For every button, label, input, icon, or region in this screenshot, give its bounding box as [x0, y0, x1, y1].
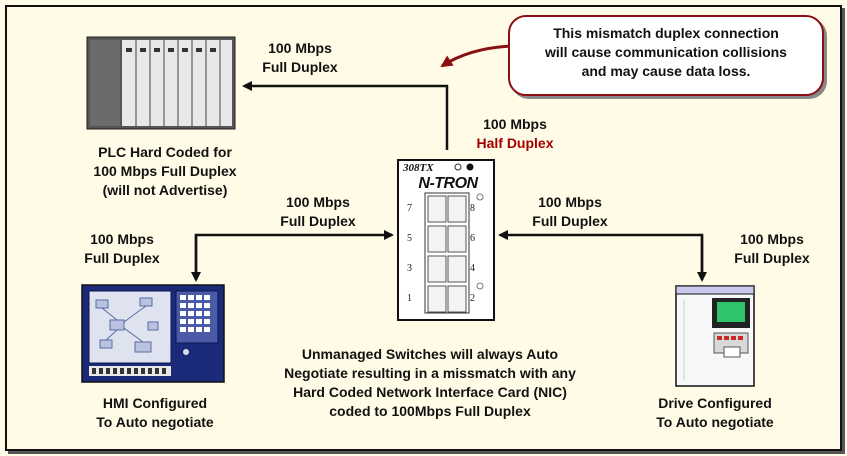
switch-port-3: 3	[407, 263, 412, 274]
drive-duplex: Full Duplex	[734, 250, 810, 266]
switch-brand-logo: N-TRON	[418, 175, 478, 192]
drive-icon	[675, 285, 755, 387]
drive-speed: 100 Mbps	[740, 231, 804, 247]
hmi-switch-arrow	[194, 230, 394, 276]
warning-callout: This mismatch duplex connection will cau…	[508, 15, 824, 96]
drive-caption-1: Drive Configured	[658, 395, 772, 411]
hmi-caption-1: HMI Configured	[102, 395, 208, 411]
drive-caption-2: To Auto negotiate	[656, 414, 774, 430]
note-line-1: Unmanaged Switches will always Auto	[301, 346, 559, 362]
drive-link-speed: 100 Mbps	[538, 194, 602, 210]
switch-icon	[397, 159, 495, 321]
plc-link-arrow	[242, 81, 449, 150]
plc-icon	[86, 36, 236, 130]
hmi-link-duplex: Full Duplex	[280, 213, 356, 229]
hmi-duplex: Full Duplex	[84, 250, 160, 266]
hmi-caption-2: To Auto negotiate	[96, 414, 214, 430]
switch-model: 308TX	[403, 162, 434, 174]
switch-port-5: 5	[407, 233, 412, 244]
switch-port-6: 6	[470, 233, 475, 244]
plc-caption-3: (will not Advertise)	[102, 182, 228, 198]
callout-line-3: and may cause data loss.	[581, 63, 751, 79]
callout-line-1: This mismatch duplex connection	[553, 25, 779, 41]
note-line-4: coded to 100Mbps Full Duplex	[329, 403, 531, 419]
plc-caption-1: PLC Hard Coded for	[98, 144, 232, 160]
note-line-2: Negotiate resulting in a missmatch with …	[284, 365, 576, 381]
switch-port-1: 1	[407, 293, 412, 304]
plc-link-duplex: Full Duplex	[262, 59, 338, 75]
switch-port-2: 2	[470, 293, 475, 304]
callout-pointer-arrow	[440, 44, 513, 68]
plc-caption-2: 100 Mbps Full Duplex	[93, 163, 237, 179]
plc-link-speed: 100 Mbps	[268, 40, 332, 56]
switch-port-7: 7	[407, 203, 412, 214]
note-line-3: Hard Coded Network Interface Card (NIC)	[293, 384, 567, 400]
hmi-icon	[81, 284, 225, 383]
switch-port-4: 4	[470, 263, 475, 274]
drive-link-duplex: Full Duplex	[532, 213, 608, 229]
hmi-speed: 100 Mbps	[90, 231, 154, 247]
switch-speed: 100 Mbps	[483, 116, 547, 132]
callout-line-2: will cause communication collisions	[545, 44, 787, 60]
drive-switch-arrow	[498, 230, 704, 276]
switch-port-8: 8	[470, 203, 475, 214]
switch-duplex-warning: Half Duplex	[476, 135, 554, 151]
hmi-link-speed: 100 Mbps	[286, 194, 350, 210]
